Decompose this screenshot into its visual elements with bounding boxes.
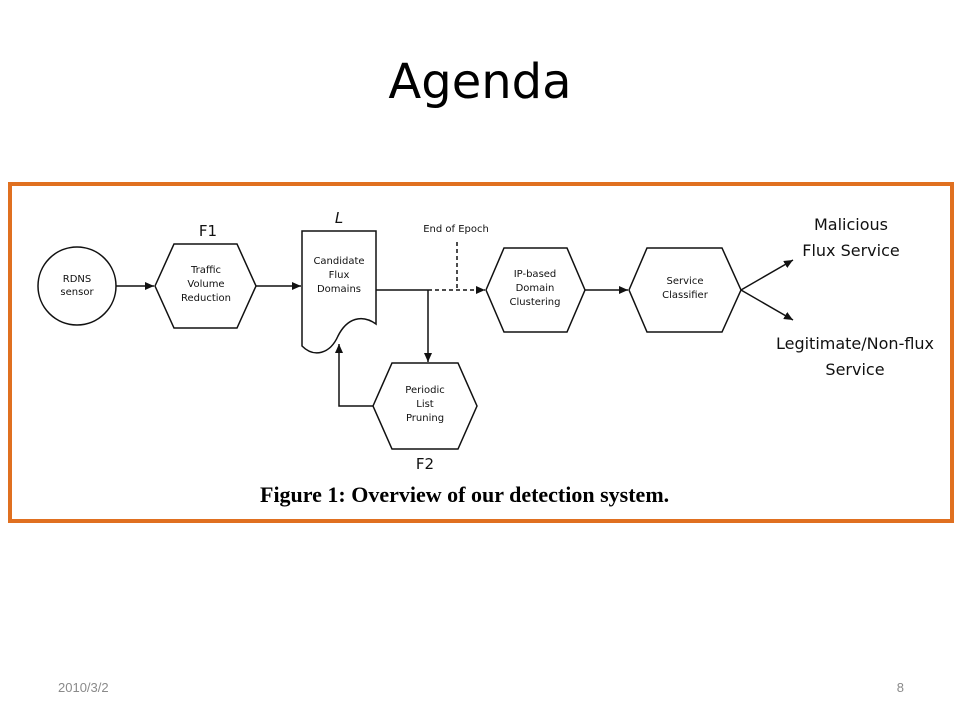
candidate-label-line2: Flux: [329, 270, 350, 281]
edge-to-legitimate: [740, 289, 794, 321]
figure-caption: Figure 1: Overview of our detection syst…: [260, 482, 669, 507]
candidate-flux-domains-node: [301, 230, 377, 354]
candidate-label-line3: Domains: [317, 284, 361, 295]
traffic-label-line1: Traffic: [190, 265, 221, 276]
l-tag: L: [335, 209, 343, 227]
periodic-list-pruning-node: [372, 362, 478, 450]
malicious-output-line1: Malicious: [814, 215, 888, 234]
classifier-label-line2: Classifier: [662, 290, 709, 301]
rdns-label-line2: sensor: [60, 287, 94, 298]
f2-tag: F2: [416, 455, 434, 473]
edge-to-malicious: [740, 259, 794, 291]
clustering-label-line1: IP-based: [514, 269, 557, 280]
rdns-label-line1: RDNS: [63, 274, 91, 285]
malicious-output-line2: Flux Service: [802, 241, 899, 260]
traffic-label-line3: Reduction: [181, 293, 231, 304]
candidate-label-line1: Candidate: [313, 256, 364, 267]
legitimate-output-line1: Legitimate/Non-flux: [776, 334, 934, 353]
figure-frame: RDNS sensor Traffic Volume Reduction F1 …: [8, 182, 954, 523]
traffic-label-line2: Volume: [187, 279, 224, 290]
pruning-label-line3: Pruning: [406, 413, 444, 424]
footer-date: 2010/3/2: [58, 680, 109, 695]
edge-pruning-to-candidate: [335, 344, 373, 407]
f1-tag: F1: [199, 222, 217, 240]
page-number: 8: [896, 680, 904, 695]
legitimate-output-line2: Service: [825, 360, 884, 379]
end-of-epoch-label: End of Epoch: [423, 224, 489, 235]
pruning-label-line2: List: [416, 399, 434, 410]
slide-title: Agenda: [388, 54, 572, 110]
clustering-label-line2: Domain: [516, 283, 555, 294]
clustering-label-line3: Clustering: [510, 297, 561, 308]
pruning-label-line1: Periodic: [405, 385, 444, 396]
rdns-sensor-node: [37, 246, 117, 326]
detection-system-diagram: RDNS sensor Traffic Volume Reduction F1 …: [37, 209, 934, 507]
classifier-label-line1: Service: [667, 276, 704, 287]
